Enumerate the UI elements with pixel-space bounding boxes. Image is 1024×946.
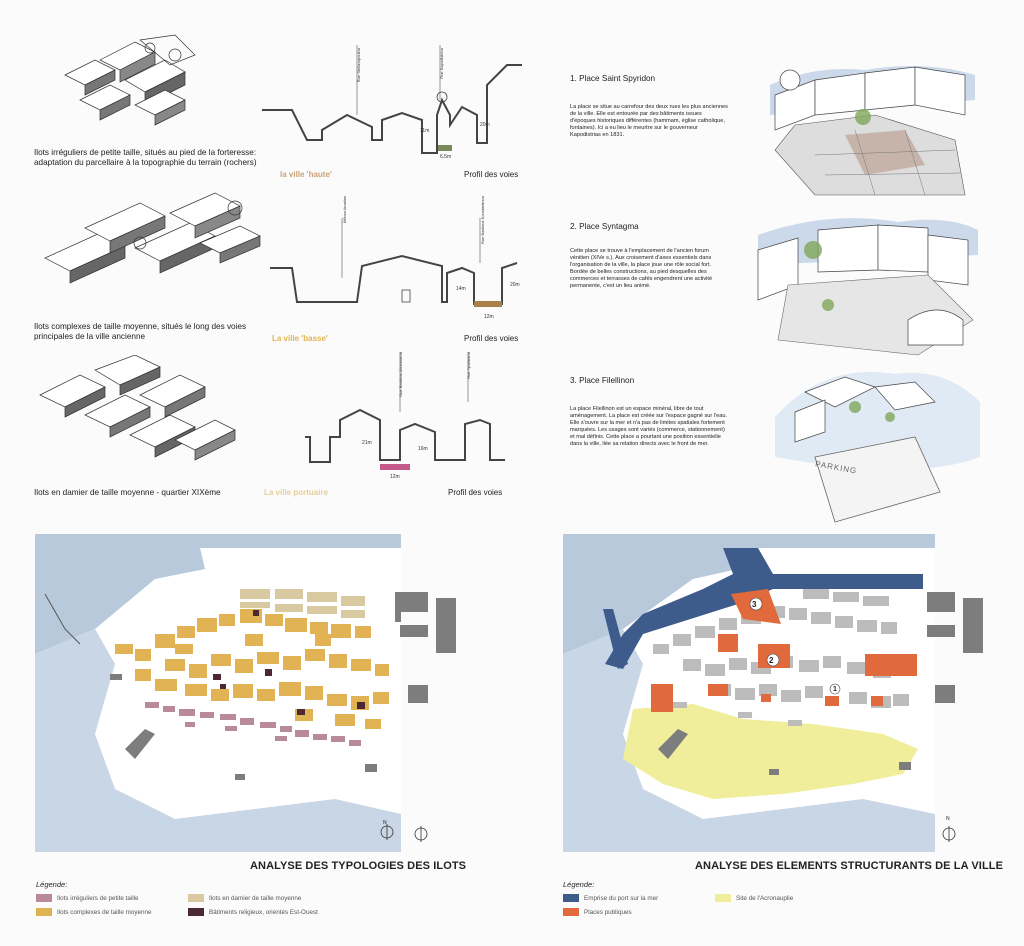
legend-swatch — [36, 894, 52, 902]
street-label: Rue Kapodistriou — [439, 48, 444, 79]
label-profil-des-voies: Profil des voies — [448, 488, 503, 497]
legend-item: Site de l'Acronauplie — [715, 894, 793, 902]
legend-item: Bâtiments religieux, orientés Est-Ouest — [188, 908, 318, 916]
street-label: Rue Basileus Konstantinou — [480, 196, 485, 245]
legend-item: Ilots en damier de taille moyenne — [188, 894, 301, 902]
legend-title-left: Légende: — [36, 880, 68, 889]
street-label: Kiffova Amalias — [342, 196, 347, 224]
dim-label: 12m — [484, 314, 494, 320]
sketch-place-saint-spyridon — [770, 66, 975, 196]
dim-label: 14m — [456, 286, 466, 292]
street-label: Rue Ypsilantou — [466, 352, 471, 379]
profile-ville-basse — [270, 218, 518, 307]
north-arrow-icon — [414, 826, 428, 842]
legend-swatch — [36, 908, 52, 916]
map-elements-structurants — [563, 534, 935, 852]
dim-label: 20m — [510, 282, 520, 288]
label-ville-haute: la ville 'haute' — [280, 170, 332, 179]
caption-irregular-blocks: Ilots irréguliers de petite taille, situ… — [34, 148, 257, 167]
place-text-syntagma: Cette place se trouve à l'emplacement de… — [570, 248, 713, 289]
marker-place-2: 2 — [769, 656, 774, 665]
dim-label: 21m — [362, 440, 372, 446]
marker-place-3: 3 — [752, 600, 757, 609]
sketch-complex-blocks — [44, 192, 261, 284]
legend-swatch — [563, 894, 579, 902]
dim-label: 20m — [480, 122, 490, 128]
place-text-filellinon: La place Filellinon est un espace minéra… — [570, 406, 727, 447]
north-label-right: N — [946, 816, 950, 822]
dim-label: 16m — [418, 446, 428, 452]
caption-complex-blocks: Ilots complexes de taille moyenne, situé… — [34, 322, 247, 341]
map-typologies — [35, 534, 401, 852]
map-typologies-harbor-blocks — [400, 592, 456, 703]
legend-item: Ilots complexes de taille moyenne — [36, 908, 152, 916]
map-left-title: ANALYSE DES TYPOLOGIES DES ILOTS — [250, 860, 467, 872]
map-right-title: ANALYSE DES ELEMENTS STRUCTURANTS DE LA … — [695, 860, 1004, 872]
legend-item: Places publiques — [563, 908, 632, 916]
sketch-grid-blocks — [39, 355, 236, 461]
legend-swatch — [188, 894, 204, 902]
north-arrow-icon — [942, 826, 956, 842]
label-profil-des-voies: Profil des voies — [464, 334, 519, 343]
label-profil-des-voies: Profil des voies — [464, 170, 519, 179]
caption-grid-blocks: Ilots en damier de taille moyenne - quar… — [34, 488, 221, 497]
legend-swatch — [188, 908, 204, 916]
map-elements-harbor-blocks — [927, 592, 983, 703]
street-label: Rue Basileus Alexandrou — [398, 352, 403, 397]
dim-label: 11m — [420, 128, 430, 134]
place-title-filellinon: 3. Place Filellinon — [570, 376, 635, 385]
sketch-irregular-blocks — [64, 34, 196, 126]
legend-swatch — [563, 908, 579, 916]
place-title-saint-spyridon: 1. Place Saint Spyridon — [570, 74, 656, 83]
profile-ville-haute — [262, 45, 522, 154]
place-text-saint-spyridon: La place se situe au carrefour des deux … — [570, 104, 728, 138]
label-ville-basse: La ville 'basse' — [272, 334, 328, 343]
profile-ville-portuaire — [305, 352, 505, 470]
legend-item: Emprise du port sur la mer — [563, 894, 658, 902]
place-title-syntagma: 2. Place Syntagma — [570, 222, 639, 231]
marker-place-1: 1 — [833, 686, 837, 693]
legend-title-right: Légende: — [563, 880, 595, 889]
legend-swatch — [715, 894, 731, 902]
label-ville-portuaire: La ville portuaire — [264, 488, 329, 497]
dim-label: 12m — [390, 474, 400, 480]
north-label-left: N — [383, 820, 387, 826]
street-label: Rue Stefanopoulou — [356, 48, 361, 83]
legend-item: Ilots irréguliers de petite taille — [36, 894, 139, 902]
dim-label: 6.5m — [440, 154, 452, 160]
sketch-place-syntagma — [757, 218, 978, 356]
sketch-place-filellinon — [775, 371, 980, 523]
